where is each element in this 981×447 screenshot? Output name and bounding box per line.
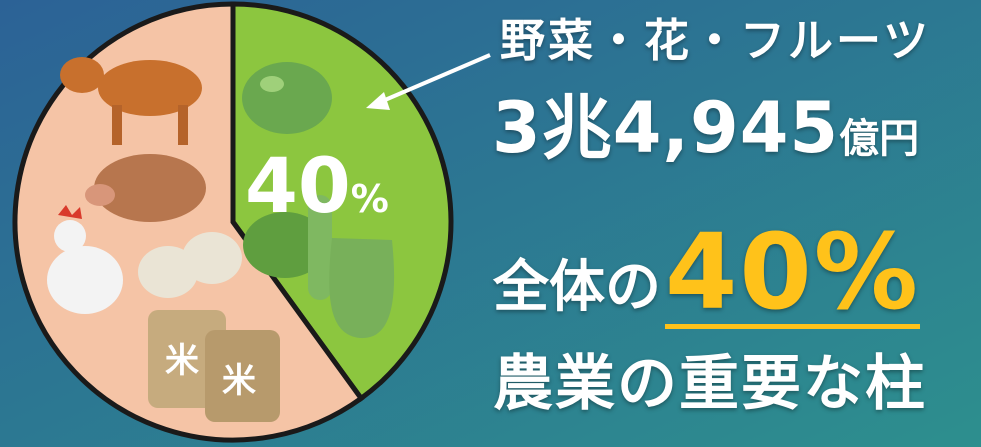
slice-value-number: 40 bbox=[245, 141, 351, 230]
pepper-icon bbox=[329, 238, 395, 339]
slice-value-label: 40% bbox=[245, 141, 389, 230]
melon-icon bbox=[243, 212, 327, 278]
rice-bags-icon: 米 米 bbox=[148, 310, 280, 422]
amount-value: 3兆4,945 bbox=[492, 87, 840, 169]
pig-icon bbox=[85, 154, 206, 222]
category-label: 野菜・花・フルーツ bbox=[500, 14, 932, 67]
share-prefix: 全体の bbox=[493, 255, 661, 320]
amount-label: 3兆4,945億円 bbox=[492, 72, 919, 173]
tomato-icon bbox=[242, 62, 332, 134]
pie-slice-other bbox=[12, 1, 365, 443]
cow-icon bbox=[60, 57, 202, 145]
cucumber-icon bbox=[308, 195, 332, 300]
slice-value-unit: % bbox=[351, 177, 389, 221]
arrow-icon bbox=[366, 53, 491, 110]
share-value: 40% bbox=[665, 211, 920, 333]
eggs-icon bbox=[138, 232, 242, 298]
rice-bag-text: 米 bbox=[222, 361, 256, 401]
rice-bag-text: 米 bbox=[165, 341, 199, 381]
amount-unit: 億円 bbox=[839, 116, 920, 162]
chicken-icon bbox=[47, 205, 123, 314]
tagline: 農業の重要な柱 bbox=[493, 349, 927, 419]
